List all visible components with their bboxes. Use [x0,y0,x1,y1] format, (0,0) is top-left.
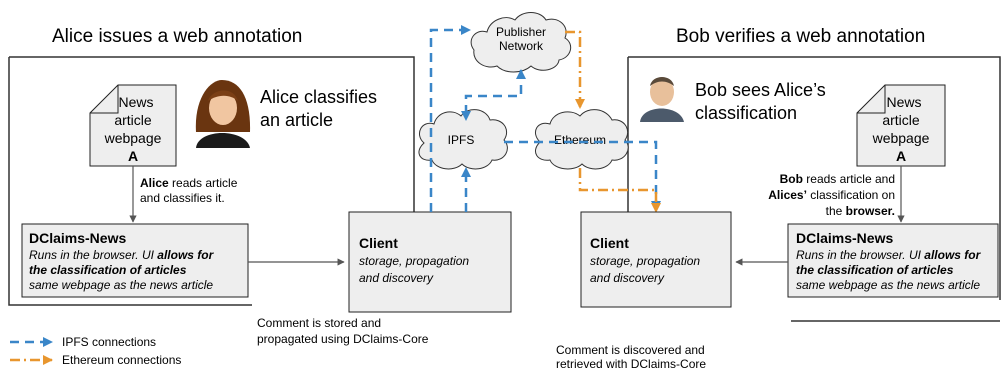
bob-client-box: Client storage, propagation and discover… [580,211,732,308]
legend-ipfs-label: IPFS connections [62,335,156,349]
alice-doc-letter: A [128,148,138,164]
bob-reads-line3: the browser. [826,204,895,218]
alice-caption-line1: Alice classifies [260,87,377,107]
bob-heading: Bob verifies a web annotation [676,26,925,47]
bob-dclaims-line2: the classification of articles [796,263,954,277]
bob-client-line2: and discovery [590,271,665,285]
alice-avatar-icon [195,80,251,148]
alice-doc-line3: webpage [104,130,162,146]
alice-note-line2: propagated using DClaims-Core [257,332,429,346]
ipfs-to-bob-client [504,140,661,211]
alice-client-line1: storage, propagation [359,254,469,268]
bob-doc-line3: webpage [872,130,930,146]
alice-client-box: Client storage, propagation and discover… [348,211,512,313]
bob-dclaims-line1: Runs in the browser. UI allows for [796,248,982,262]
ipfs-cloud-label: IPFS [448,133,475,147]
alice-client-line2: and discovery [359,271,434,285]
alice-dclaims-line3: same webpage as the news article [29,278,213,292]
bob-note-line1: Comment is discovered and [556,343,705,357]
bob-doc-letter: A [896,148,906,164]
alice-dclaims-line2: the classification of articles [29,263,187,277]
publisher-network-cloud: Publisher Network [470,12,572,73]
legend-ethereum-label: Ethereum connections [62,353,181,367]
alice-dclaims-box: DClaims-News Runs in the browser. UI all… [21,223,249,298]
eth-publisher-to-ethereum [565,30,585,109]
bob-dclaims-title: DClaims-News [796,230,893,246]
ipfs-client-to-publisher [429,25,471,212]
ethereum-cloud: Ethereum [535,109,629,170]
bob-dclaims-line3: same webpage as the news article [796,278,980,292]
alice-note-line1: Comment is stored and [257,316,381,330]
ethereum-cloud-label: Ethereum [554,133,606,147]
bob-news-document: News article webpage A [856,84,946,167]
alice-client-title: Client [359,235,398,251]
alice-news-document: News article webpage A [89,84,177,167]
alice-frame [8,56,415,306]
alice-reads-line2: and classifies it. [140,191,225,205]
bob-avatar-icon [640,77,684,122]
bob-frame [627,56,1001,322]
ipfs-cloud: IPFS [418,109,508,170]
alice-dclaims-title: DClaims-News [29,230,126,246]
bob-reads-line1: Bob reads article and [780,172,895,186]
bob-caption-line1: Bob sees Alice’s [695,80,826,100]
bob-client-line1: storage, propagation [590,254,700,268]
alice-doc-line1: News [118,94,153,110]
alice-dclaims-line1: Runs in the browser. UI allows for [29,248,215,262]
alice-doc-line2: article [114,112,152,128]
bob-client-title: Client [590,235,629,251]
publisher-line2: Network [499,39,544,53]
bob-reads-line2: Alices’ classification on [768,188,895,202]
publisher-line1: Publisher [496,25,546,39]
eth-ethereum-to-bob-client [578,168,661,213]
bob-doc-line2: article [882,112,920,128]
bob-doc-line1: News [886,94,921,110]
bob-dclaims-box: DClaims-News Runs in the browser. UI all… [787,223,999,298]
legend: IPFS connections Ethereum connections [10,335,181,367]
bob-caption-line2: classification [695,103,797,123]
bob-note-line2: retrieved with DClaims-Core [556,357,706,369]
alice-reads-line1: Alice reads article [140,176,238,190]
ipfs-publisher-ipfs-link [461,69,526,121]
alice-caption-line2: an article [260,110,333,130]
alice-heading: Alice issues a web annotation [52,26,302,47]
